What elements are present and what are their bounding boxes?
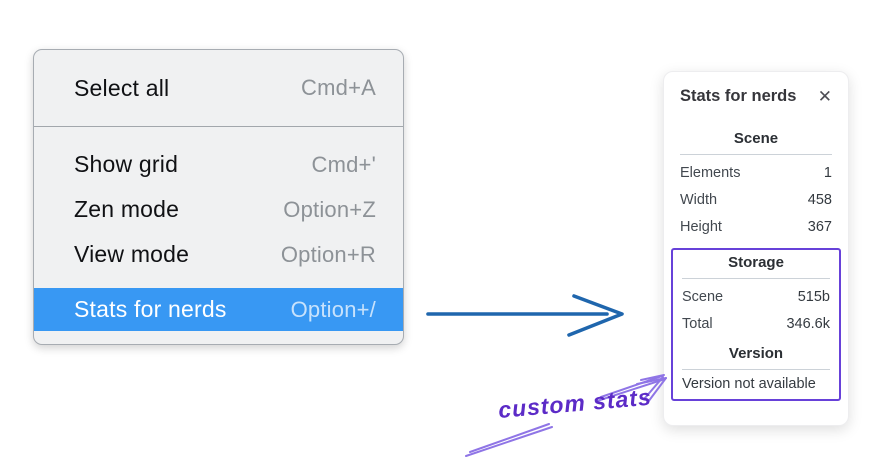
menu-item-show-grid[interactable]: Show grid Cmd+' <box>34 142 403 187</box>
context-menu: Select all Cmd+A Show grid Cmd+' Zen mod… <box>33 49 404 345</box>
menu-item-select-all[interactable]: Select all Cmd+A <box>34 50 403 126</box>
stats-panel-title: Stats for nerds <box>680 86 797 105</box>
menu-item-label: Select all <box>74 74 170 101</box>
menu-item-label: View mode <box>74 241 190 267</box>
stat-row-scene: Scene 515b <box>682 283 830 310</box>
stat-row-height: Height 367 <box>680 213 832 240</box>
section-divider <box>680 154 832 155</box>
storage-annotation-box: Storage Scene 515b Total 346.6k Version … <box>671 248 841 401</box>
custom-stats-annotation: custom stats <box>497 383 653 423</box>
menu-item-label: Show grid <box>74 151 179 177</box>
stat-value: 458 <box>807 191 832 208</box>
storage-section-heading: Storage <box>728 254 784 271</box>
stat-label: Height <box>680 218 722 235</box>
version-section-heading: Version <box>728 345 784 362</box>
menu-spacer <box>34 127 403 142</box>
stat-value: 346.6k <box>786 315 830 332</box>
stats-panel-header: Stats for nerds ✕ <box>680 84 832 108</box>
storage-section: Storage Scene 515b Total 346.6k <box>682 253 830 337</box>
menu-item-shortcut: Option+/ <box>290 296 376 322</box>
stat-row-total: Total 346.6k <box>682 310 830 337</box>
stat-value: 515b <box>797 288 830 305</box>
menu-item-zen-mode[interactable]: Zen mode Option+Z <box>34 187 403 232</box>
section-divider <box>682 278 830 279</box>
stat-value: 367 <box>807 218 832 235</box>
menu-divider <box>34 126 403 127</box>
scene-section: Scene Elements 1 Width 458 Height 367 <box>680 129 832 240</box>
menu-item-shortcut: Cmd+' <box>311 151 376 177</box>
stat-label: Total <box>682 315 713 332</box>
menu-item-label: Stats for nerds <box>74 296 227 322</box>
stat-row-width: Width 458 <box>680 186 832 213</box>
annotation-arrow-icon <box>465 374 667 457</box>
menu-item-label: Zen mode <box>74 196 180 222</box>
version-section: Version Version not available <box>682 344 830 394</box>
menu-item-view-mode[interactable]: View mode Option+R <box>34 232 403 277</box>
scene-section-heading: Scene <box>733 130 779 147</box>
close-icon[interactable]: ✕ <box>817 86 832 106</box>
menu-item-shortcut: Cmd+A <box>301 75 376 100</box>
flow-arrow-icon <box>426 294 624 337</box>
stat-row-elements: Elements 1 <box>680 159 832 186</box>
stat-label: Width <box>680 191 718 208</box>
menu-spacer <box>34 277 403 288</box>
stats-panel: Stats for nerds ✕ Scene Elements 1 Width… <box>663 71 849 426</box>
menu-item-stats-for-nerds[interactable]: Stats for nerds Option+/ <box>34 288 403 331</box>
menu-item-shortcut: Option+R <box>280 241 376 267</box>
section-divider <box>682 369 830 370</box>
menu-item-shortcut: Option+Z <box>283 196 376 222</box>
version-note: Version not available <box>682 376 816 392</box>
stat-label: Scene <box>682 288 724 305</box>
stat-value: 1 <box>823 164 832 181</box>
stat-label: Elements <box>680 164 741 181</box>
